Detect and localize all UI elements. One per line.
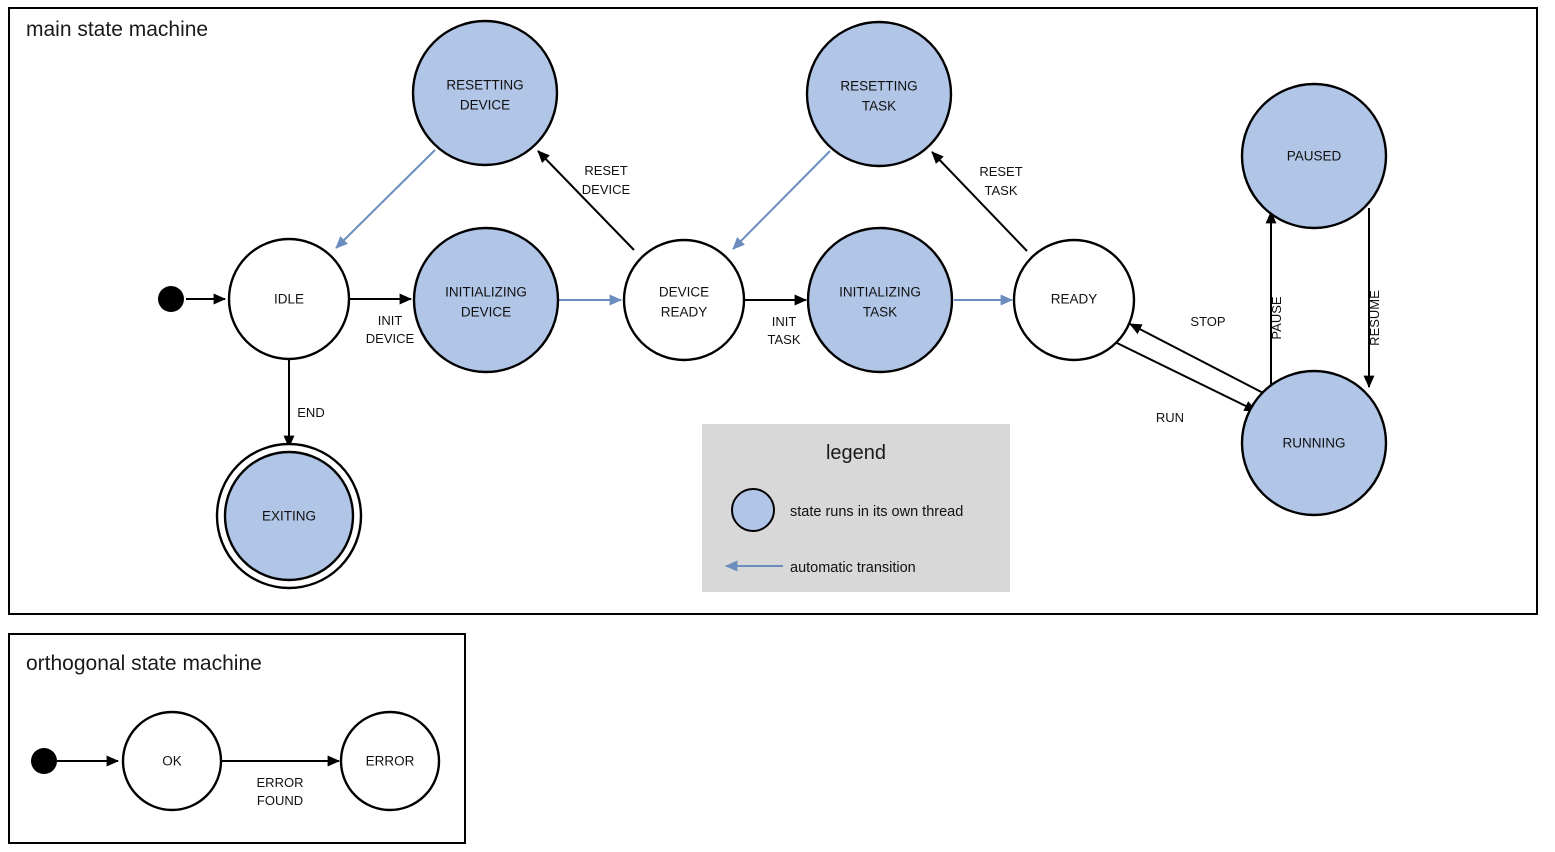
transition-resetting-task-to-device-ready	[732, 150, 831, 250]
edge-line	[1116, 342, 1257, 412]
state-label-line1: PAUSED	[1287, 149, 1342, 164]
edge-line	[537, 150, 635, 251]
state-node-resetting-device[interactable]: RESETTING DEVICE	[411, 19, 559, 167]
state-label-line1: RESETTING	[446, 78, 523, 93]
state-label-line2: DEVICE	[460, 98, 510, 113]
state-shape[interactable]	[339, 710, 441, 812]
state-node-resetting-task[interactable]: RESETTING TASK	[805, 20, 953, 168]
state-shape[interactable]	[806, 226, 954, 374]
transition-ortho-ok-to-error: ERROR FOUND	[221, 755, 340, 808]
edge-label-line2: TASK	[768, 332, 801, 347]
edge-label-line1: END	[297, 405, 324, 420]
transition-ready-to-resetting-task: RESET TASK	[931, 151, 1028, 252]
transition-device-ready-to-initializing-task: INIT TASK	[745, 294, 807, 347]
transition-device-ready-to-resetting-device: RESET DEVICE	[537, 150, 635, 251]
edge-label-line2: TASK	[985, 183, 1018, 198]
filled-circle-icon	[731, 488, 775, 532]
transitions-layer: INIT DEVICE END RESET DEVICE INIT TASK	[186, 149, 1382, 448]
edge-label-line1: PAUSE	[1269, 296, 1284, 339]
states-layer: IDLE RESETTING DEVICE INITIALIZING DEVIC…	[158, 19, 1388, 590]
state-label-line2: TASK	[863, 305, 897, 320]
state-label-line1: INITIALIZING	[445, 285, 527, 300]
legend-panel: legend state runs in its own thread auto…	[702, 424, 1010, 592]
transition-idle-to-exiting: END	[283, 359, 325, 448]
state-node-device-ready[interactable]: DEVICE READY	[622, 238, 746, 362]
edge-label-line2: FOUND	[257, 793, 303, 808]
edge-label-line1: INIT	[772, 314, 797, 329]
edge-label-line1: INIT	[378, 313, 403, 328]
state-node-ready[interactable]: READY	[1012, 238, 1136, 362]
state-node-paused[interactable]: PAUSED	[1240, 82, 1388, 230]
edge-line	[931, 151, 1028, 252]
ortho-initial-state-dot	[31, 748, 57, 774]
main-frame-title: main state machine	[26, 18, 208, 41]
state-shape[interactable]	[622, 238, 746, 362]
state-node-running[interactable]: RUNNING	[1240, 369, 1388, 517]
edge-label-line1: STOP	[1190, 314, 1225, 329]
initial-state-dot	[158, 286, 184, 312]
state-label-line1: READY	[1051, 292, 1098, 307]
transition-paused-to-running: RESUME	[1363, 208, 1382, 388]
state-node-error[interactable]: ERROR	[339, 710, 441, 812]
legend-entry-thread: state runs in its own thread	[731, 488, 963, 532]
state-shape[interactable]	[227, 237, 351, 361]
state-label-line1: RESETTING	[840, 79, 917, 94]
edge-label-line2: DEVICE	[582, 182, 631, 197]
transition-idle-to-initializing-device: INIT DEVICE	[349, 293, 415, 346]
state-shape[interactable]	[1240, 369, 1388, 517]
edge-label-line2: DEVICE	[366, 331, 415, 346]
legend-title: legend	[826, 442, 886, 464]
transition-running-to-ready: STOP	[1129, 314, 1270, 397]
state-label-line1: IDLE	[274, 292, 304, 307]
transition-running-to-paused: PAUSE	[1265, 211, 1284, 393]
state-label-line2: DEVICE	[461, 305, 511, 320]
state-node-exiting[interactable]: EXITING	[215, 442, 363, 590]
edge-line	[335, 149, 436, 249]
state-label-line2: TASK	[862, 99, 896, 114]
state-label-line1: ERROR	[366, 754, 415, 769]
state-label-line1: INITIALIZING	[839, 285, 921, 300]
state-label-line2: READY	[661, 305, 708, 320]
orthogonal-state-machine-frame: orthogonal state machine ERROR FOUND OK …	[8, 633, 466, 844]
edge-line	[732, 150, 831, 250]
state-label-line1: EXITING	[262, 509, 316, 524]
state-shape[interactable]	[1240, 82, 1388, 230]
state-shape[interactable]	[411, 19, 559, 167]
edge-label-line1: RESET	[979, 164, 1022, 179]
state-shape[interactable]	[121, 710, 223, 812]
legend-entry-label: state runs in its own thread	[790, 504, 963, 520]
state-shape[interactable]	[223, 450, 355, 582]
state-label-line1: OK	[162, 754, 182, 769]
edge-label-line1: RUN	[1156, 410, 1184, 425]
state-label-line1: RUNNING	[1283, 436, 1346, 451]
state-shape[interactable]	[805, 20, 953, 168]
state-label-line1: DEVICE	[659, 285, 709, 300]
state-shape[interactable]	[412, 226, 560, 374]
transition-ready-to-running: RUN	[1116, 342, 1257, 425]
state-node-initializing-device[interactable]: INITIALIZING DEVICE	[412, 226, 560, 374]
orthogonal-frame-title: orthogonal state machine	[26, 652, 262, 675]
state-node-initializing-task[interactable]: INITIALIZING TASK	[806, 226, 954, 374]
edge-label-line1: RESUME	[1367, 290, 1382, 346]
state-node-idle[interactable]: IDLE	[227, 237, 351, 361]
transition-resetting-device-to-idle	[335, 149, 436, 249]
edge-label-line1: ERROR	[257, 775, 304, 790]
legend-entry-auto-transition: automatic transition	[725, 560, 916, 576]
edge-line	[1129, 323, 1270, 397]
state-node-ok[interactable]: OK	[121, 710, 223, 812]
legend-entry-label: automatic transition	[790, 560, 916, 576]
state-shape[interactable]	[1012, 238, 1136, 362]
edge-label-line1: RESET	[584, 163, 627, 178]
